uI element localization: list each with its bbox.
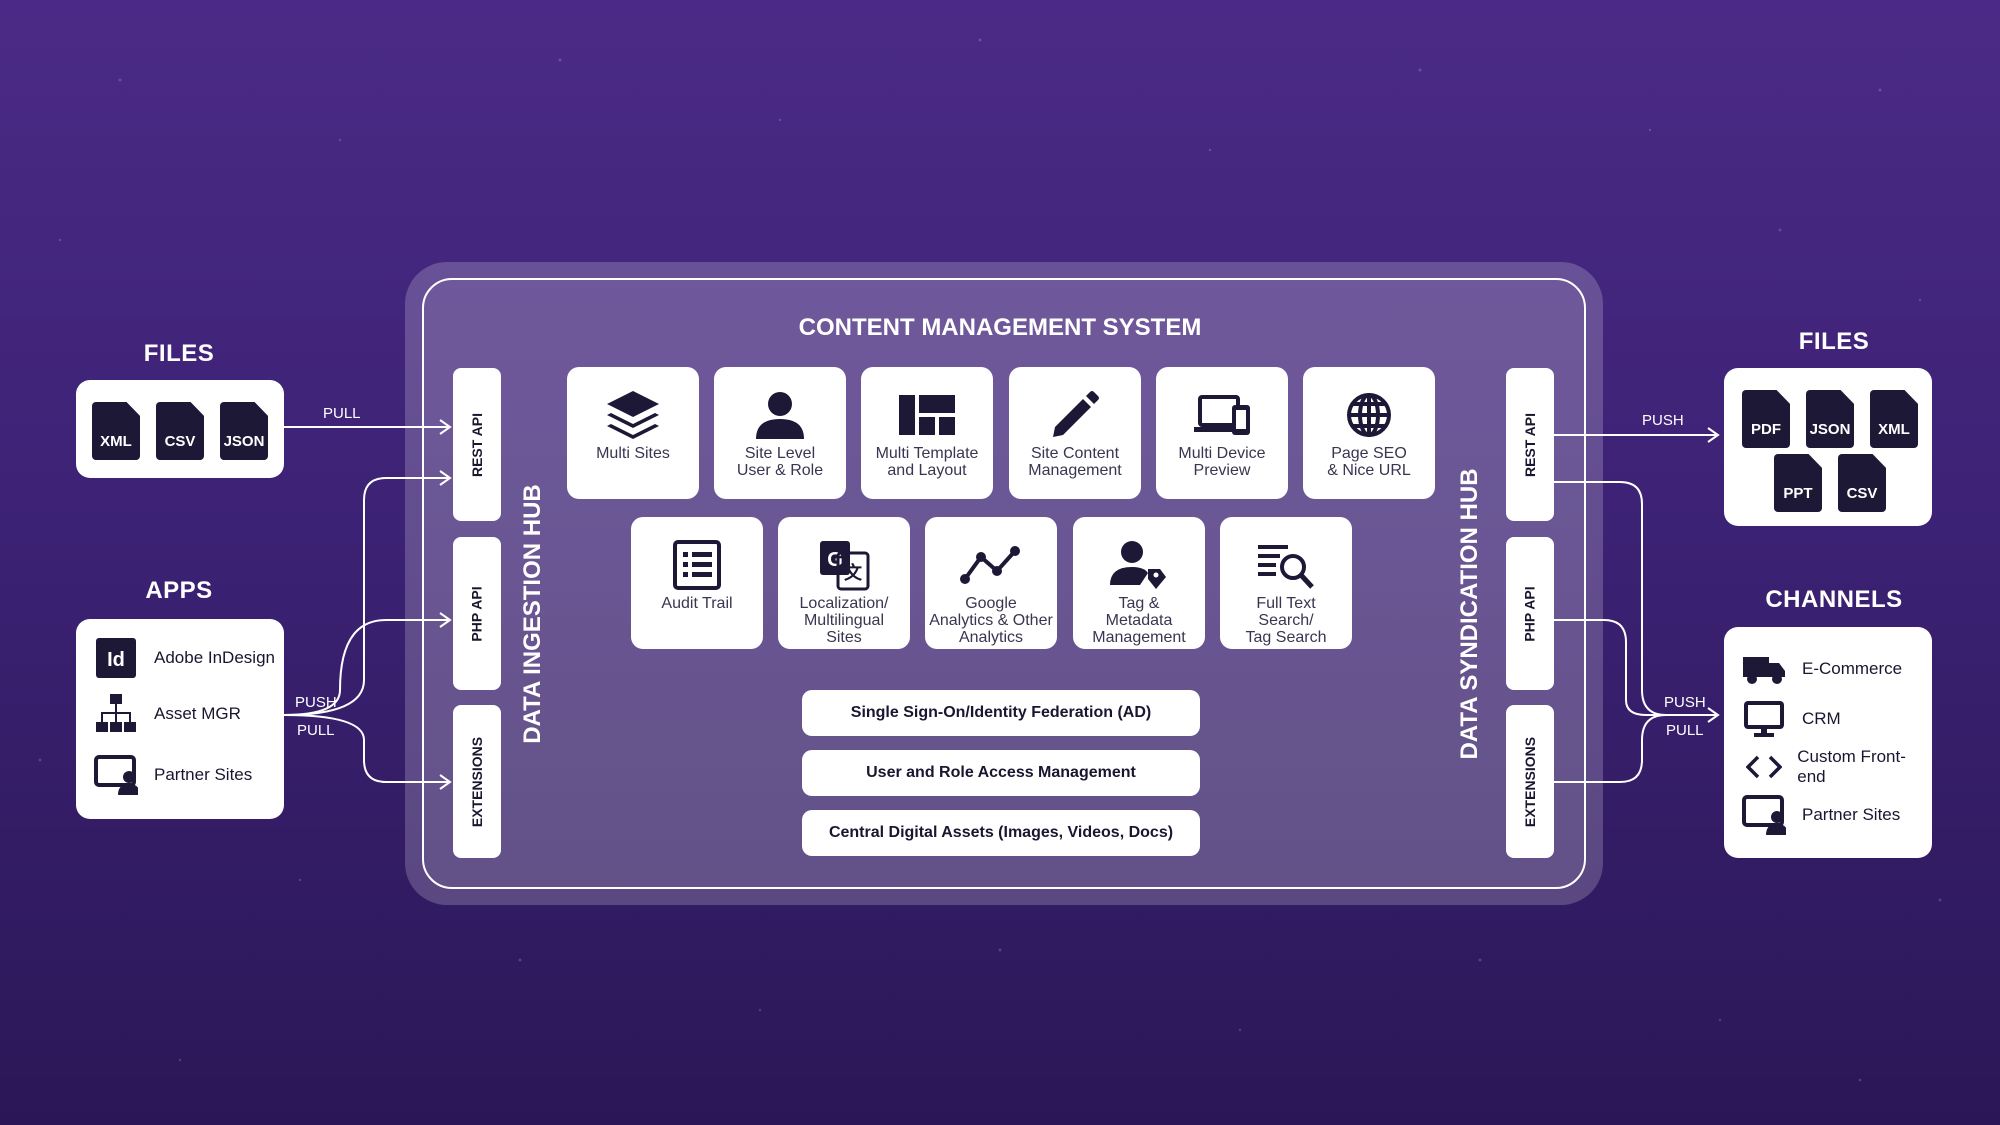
feature-page-seo[interactable]: Page SEO & Nice URL — [1303, 367, 1435, 499]
port-label: EXTENSIONS — [469, 736, 485, 827]
files-right-card: PDF JSON XML PPT CSV — [1724, 368, 1932, 526]
channel-item-crm[interactable]: CRM — [1742, 697, 1841, 741]
apps-card: Id Adobe InDesign Asset MGR Partner Site… — [76, 619, 284, 819]
json-file-icon: JSON — [1806, 390, 1854, 448]
csv-file-icon: CSV — [156, 402, 204, 460]
devices-icon — [1192, 385, 1252, 445]
feature-multi-template-layout[interactable]: Multi Template and Layout — [861, 367, 993, 499]
feature-analytics[interactable]: Google Analytics & Other Analytics — [925, 517, 1057, 649]
layout-icon — [899, 385, 955, 445]
service-sso[interactable]: Single Sign-On/Identity Federation (AD) — [802, 690, 1200, 736]
ingestion-hub-label: DATA INGESTION HUB — [519, 484, 546, 744]
feature-audit-trail[interactable]: Audit Trail — [631, 517, 763, 649]
svg-text:文: 文 — [844, 562, 863, 584]
channel-label: Partner Sites — [1802, 805, 1901, 824]
code-icon — [1742, 745, 1785, 789]
pdf-file-icon: PDF — [1742, 390, 1790, 448]
analytics-icon — [959, 535, 1023, 595]
json-file-icon: JSON — [220, 402, 268, 460]
truck-icon — [1742, 647, 1786, 691]
files-right-title: FILES — [1798, 328, 1870, 355]
feature-label: Google Analytics & Other Analytics — [929, 595, 1053, 646]
search-text-icon — [1256, 535, 1316, 595]
port-label: REST API — [469, 412, 486, 477]
ingestion-extensions[interactable]: EXTENSIONS — [453, 705, 501, 858]
channel-item-ecommerce[interactable]: E-Commerce — [1742, 647, 1902, 691]
partner-screen-icon — [94, 753, 138, 797]
svg-text:Id: Id — [107, 649, 125, 671]
globe-icon — [1345, 385, 1393, 445]
pull-label: PULL — [297, 722, 335, 739]
apps-title: APPS — [145, 577, 213, 604]
syndication-rest-api[interactable]: REST API — [1506, 368, 1554, 521]
pull-label: PULL — [1666, 722, 1704, 739]
feature-full-text-search[interactable]: Full Text Search/ Tag Search — [1220, 517, 1352, 649]
feature-label: Multi Device Preview — [1178, 445, 1266, 479]
files-left-card: XML CSV JSON — [76, 380, 284, 478]
syndication-hub-label: DATA SYNDICATION HUB — [1456, 468, 1483, 760]
xml-file-icon: XML — [1870, 390, 1918, 448]
ppt-file-icon: PPT — [1774, 454, 1822, 512]
channel-label: Custom Front-end — [1797, 747, 1906, 786]
app-label: Partner Sites — [154, 765, 253, 784]
ingestion-rest-api[interactable]: REST API — [453, 368, 501, 521]
feature-label: Multi Sites — [596, 445, 670, 462]
service-digital-assets[interactable]: Central Digital Assets (Images, Videos, … — [802, 810, 1200, 856]
service-user-role-access[interactable]: User and Role Access Management — [802, 750, 1200, 796]
app-item-asset-mgr[interactable]: Asset MGR — [94, 692, 241, 736]
syndication-php-api[interactable]: PHP API — [1506, 537, 1554, 690]
app-item-indesign[interactable]: Id Adobe InDesign — [94, 636, 275, 680]
port-label: REST API — [1522, 412, 1539, 477]
feature-label: Site Level User & Role — [736, 445, 824, 479]
indesign-icon: Id — [94, 636, 138, 680]
feature-label: Multi Template and Layout — [875, 445, 979, 479]
channel-label: CRM — [1802, 709, 1841, 728]
port-label: EXTENSIONS — [1522, 736, 1538, 827]
list-icon — [673, 535, 721, 595]
app-item-partner-sites[interactable]: Partner Sites — [94, 753, 252, 797]
files-left-title: FILES — [143, 340, 215, 367]
xml-file-icon: XML — [92, 402, 140, 460]
push-label: PUSH — [1642, 412, 1684, 429]
partner-screen-icon — [1742, 793, 1786, 837]
feature-label: Site Content Management — [1028, 445, 1122, 479]
csv-file-icon: CSV — [1838, 454, 1886, 512]
channel-label: E-Commerce — [1802, 659, 1903, 678]
app-label: Adobe InDesign — [154, 648, 275, 667]
channel-item-partner-sites[interactable]: Partner Sites — [1742, 793, 1900, 837]
channels-card: E-Commerce CRM Custom Front-end Partner … — [1724, 627, 1932, 858]
user-tag-icon — [1110, 535, 1168, 595]
user-icon — [754, 385, 806, 445]
feature-label: Tag & Metadata Management — [1092, 595, 1186, 646]
push-label: PUSH — [295, 694, 337, 711]
cms-title: CONTENT MANAGEMENT SYSTEM — [798, 314, 1202, 341]
layers-icon — [605, 385, 661, 445]
feature-site-content-management[interactable]: Site Content Management — [1009, 367, 1141, 499]
feature-multi-sites[interactable]: Multi Sites — [567, 367, 699, 499]
feature-label: Full Text Search/ Tag Search — [1245, 595, 1327, 646]
channels-title: CHANNELS — [1765, 586, 1903, 613]
monitor-icon — [1742, 697, 1786, 741]
ingestion-php-api[interactable]: PHP API — [453, 537, 501, 690]
push-label: PUSH — [1664, 694, 1706, 711]
port-label: PHP API — [1522, 585, 1538, 642]
channel-item-custom-frontend[interactable]: Custom Front-end — [1742, 745, 1932, 789]
pull-label: PULL — [323, 405, 361, 422]
port-label: PHP API — [469, 585, 485, 642]
feature-multi-device-preview[interactable]: Multi Device Preview — [1156, 367, 1288, 499]
feature-label: Audit Trail — [661, 595, 733, 612]
feature-label: Page SEO & Nice URL — [1327, 445, 1411, 479]
hierarchy-icon — [94, 692, 138, 736]
pencil-icon — [1049, 385, 1101, 445]
syndication-extensions[interactable]: EXTENSIONS — [1506, 705, 1554, 858]
feature-tag-metadata[interactable]: Tag & Metadata Management — [1073, 517, 1205, 649]
feature-site-level-user-role[interactable]: Site Level User & Role — [714, 367, 846, 499]
app-label: Asset MGR — [154, 704, 241, 723]
feature-label: Localization/ Multilingual Sites — [799, 595, 889, 646]
